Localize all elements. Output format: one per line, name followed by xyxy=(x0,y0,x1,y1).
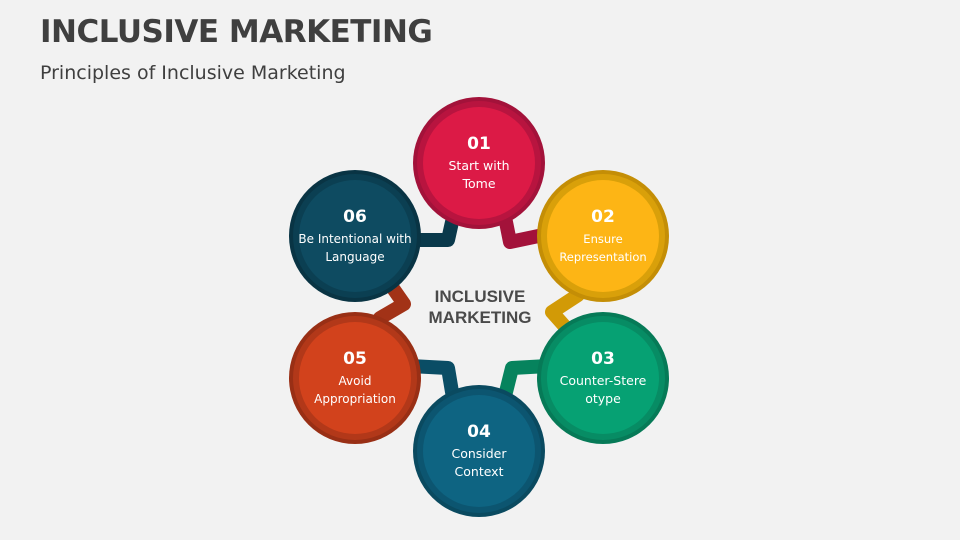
center-label-line1: INCLUSIVE xyxy=(434,287,526,306)
node-label: Consider Context xyxy=(451,445,507,479)
node-label: Counter-Stereotype xyxy=(559,372,647,406)
node-label: Be Intentional with Language xyxy=(298,231,412,264)
node-number: 05 xyxy=(343,348,367,369)
node-number: 01 xyxy=(467,133,491,154)
connector-05-06 xyxy=(373,277,411,325)
connector-06-01 xyxy=(405,215,459,247)
node-label: Ensure Representation xyxy=(559,231,647,264)
center-label-line2: MARKETING xyxy=(428,308,532,327)
node-number: 04 xyxy=(467,421,491,442)
slide-title: INCLUSIVE MARKETING xyxy=(40,14,433,50)
node-01-circle xyxy=(413,97,545,229)
node-number: 02 xyxy=(591,206,615,227)
node-02-circle xyxy=(537,170,669,302)
node-06: 06 Be Intentional with Language xyxy=(289,170,421,302)
node-03: 03 Counter-Stereotype xyxy=(537,312,669,444)
node-06-circle xyxy=(289,170,421,302)
node-number: 03 xyxy=(591,348,615,369)
node-04: 04 Consider Context xyxy=(413,385,545,517)
node-04-circle xyxy=(413,385,545,517)
slide-subtitle: Principles of Inclusive Marketing xyxy=(40,62,346,84)
connector-03-04 xyxy=(499,359,555,399)
node-05-circle xyxy=(289,312,421,444)
node-01: 01 Start with Tome xyxy=(413,97,545,229)
connector-02-03 xyxy=(545,288,585,337)
node-03-circle xyxy=(537,312,669,444)
node-label: Start with Tome xyxy=(448,157,510,191)
connector-01-02 xyxy=(499,215,555,249)
node-02: 02 Ensure Representation xyxy=(537,170,669,302)
node-05: 05 Avoid Appropriation xyxy=(289,312,421,444)
connector-04-05 xyxy=(403,359,459,399)
node-number: 06 xyxy=(343,206,367,227)
center-label: INCLUSIVE MARKETING xyxy=(410,286,550,328)
node-label: Avoid Appropriation xyxy=(314,373,396,406)
